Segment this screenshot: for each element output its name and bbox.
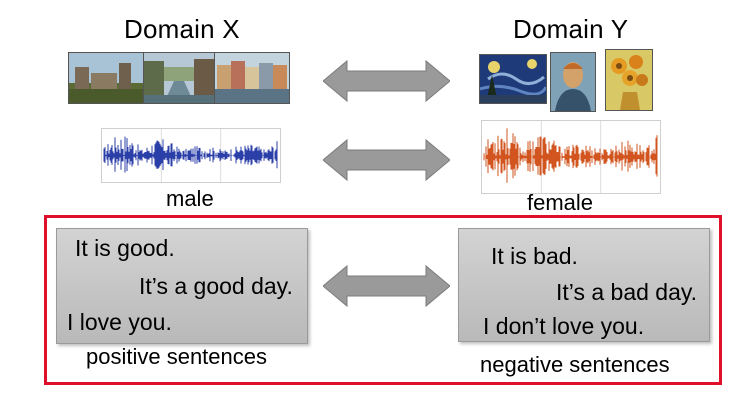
male-label: male: [166, 186, 214, 211]
text-domain-highlight-frame: [44, 215, 722, 385]
negative-sentences-box: It is bad. It’s a bad day. I don’t love …: [458, 228, 710, 342]
double-arrow-text: [323, 264, 450, 308]
harbor-houses-photo: [214, 52, 290, 104]
negative-sentence-1: It is bad.: [491, 243, 578, 269]
castle-photo: [68, 52, 144, 104]
canal-photo: [143, 52, 215, 104]
female-label: female: [527, 190, 594, 215]
double-arrow-audio: [323, 138, 450, 182]
positive-sentence-1: It is good.: [75, 235, 175, 261]
negative-sentence-2: It’s a bad day.: [556, 279, 698, 305]
domain-x-title: Domain X: [124, 14, 240, 44]
sunflowers-painting: [605, 49, 653, 111]
positive-sentence-3: I love you.: [67, 309, 172, 335]
domain-y-title: Domain Y: [513, 14, 629, 44]
self-portrait-painting: [550, 52, 596, 112]
positive-sentences-label: positive sentences: [86, 344, 267, 369]
negative-sentence-3: I don’t love you.: [483, 313, 645, 339]
positive-sentences-box: It is good. It’s a good day. I love you.: [56, 228, 308, 344]
female-waveform: [481, 120, 661, 194]
double-arrow-images: [323, 59, 450, 103]
negative-sentences-label: negative sentences: [480, 352, 670, 377]
starry-night-painting: [479, 54, 547, 104]
positive-sentence-2: It’s a good day.: [139, 273, 293, 299]
male-waveform: [101, 128, 281, 183]
